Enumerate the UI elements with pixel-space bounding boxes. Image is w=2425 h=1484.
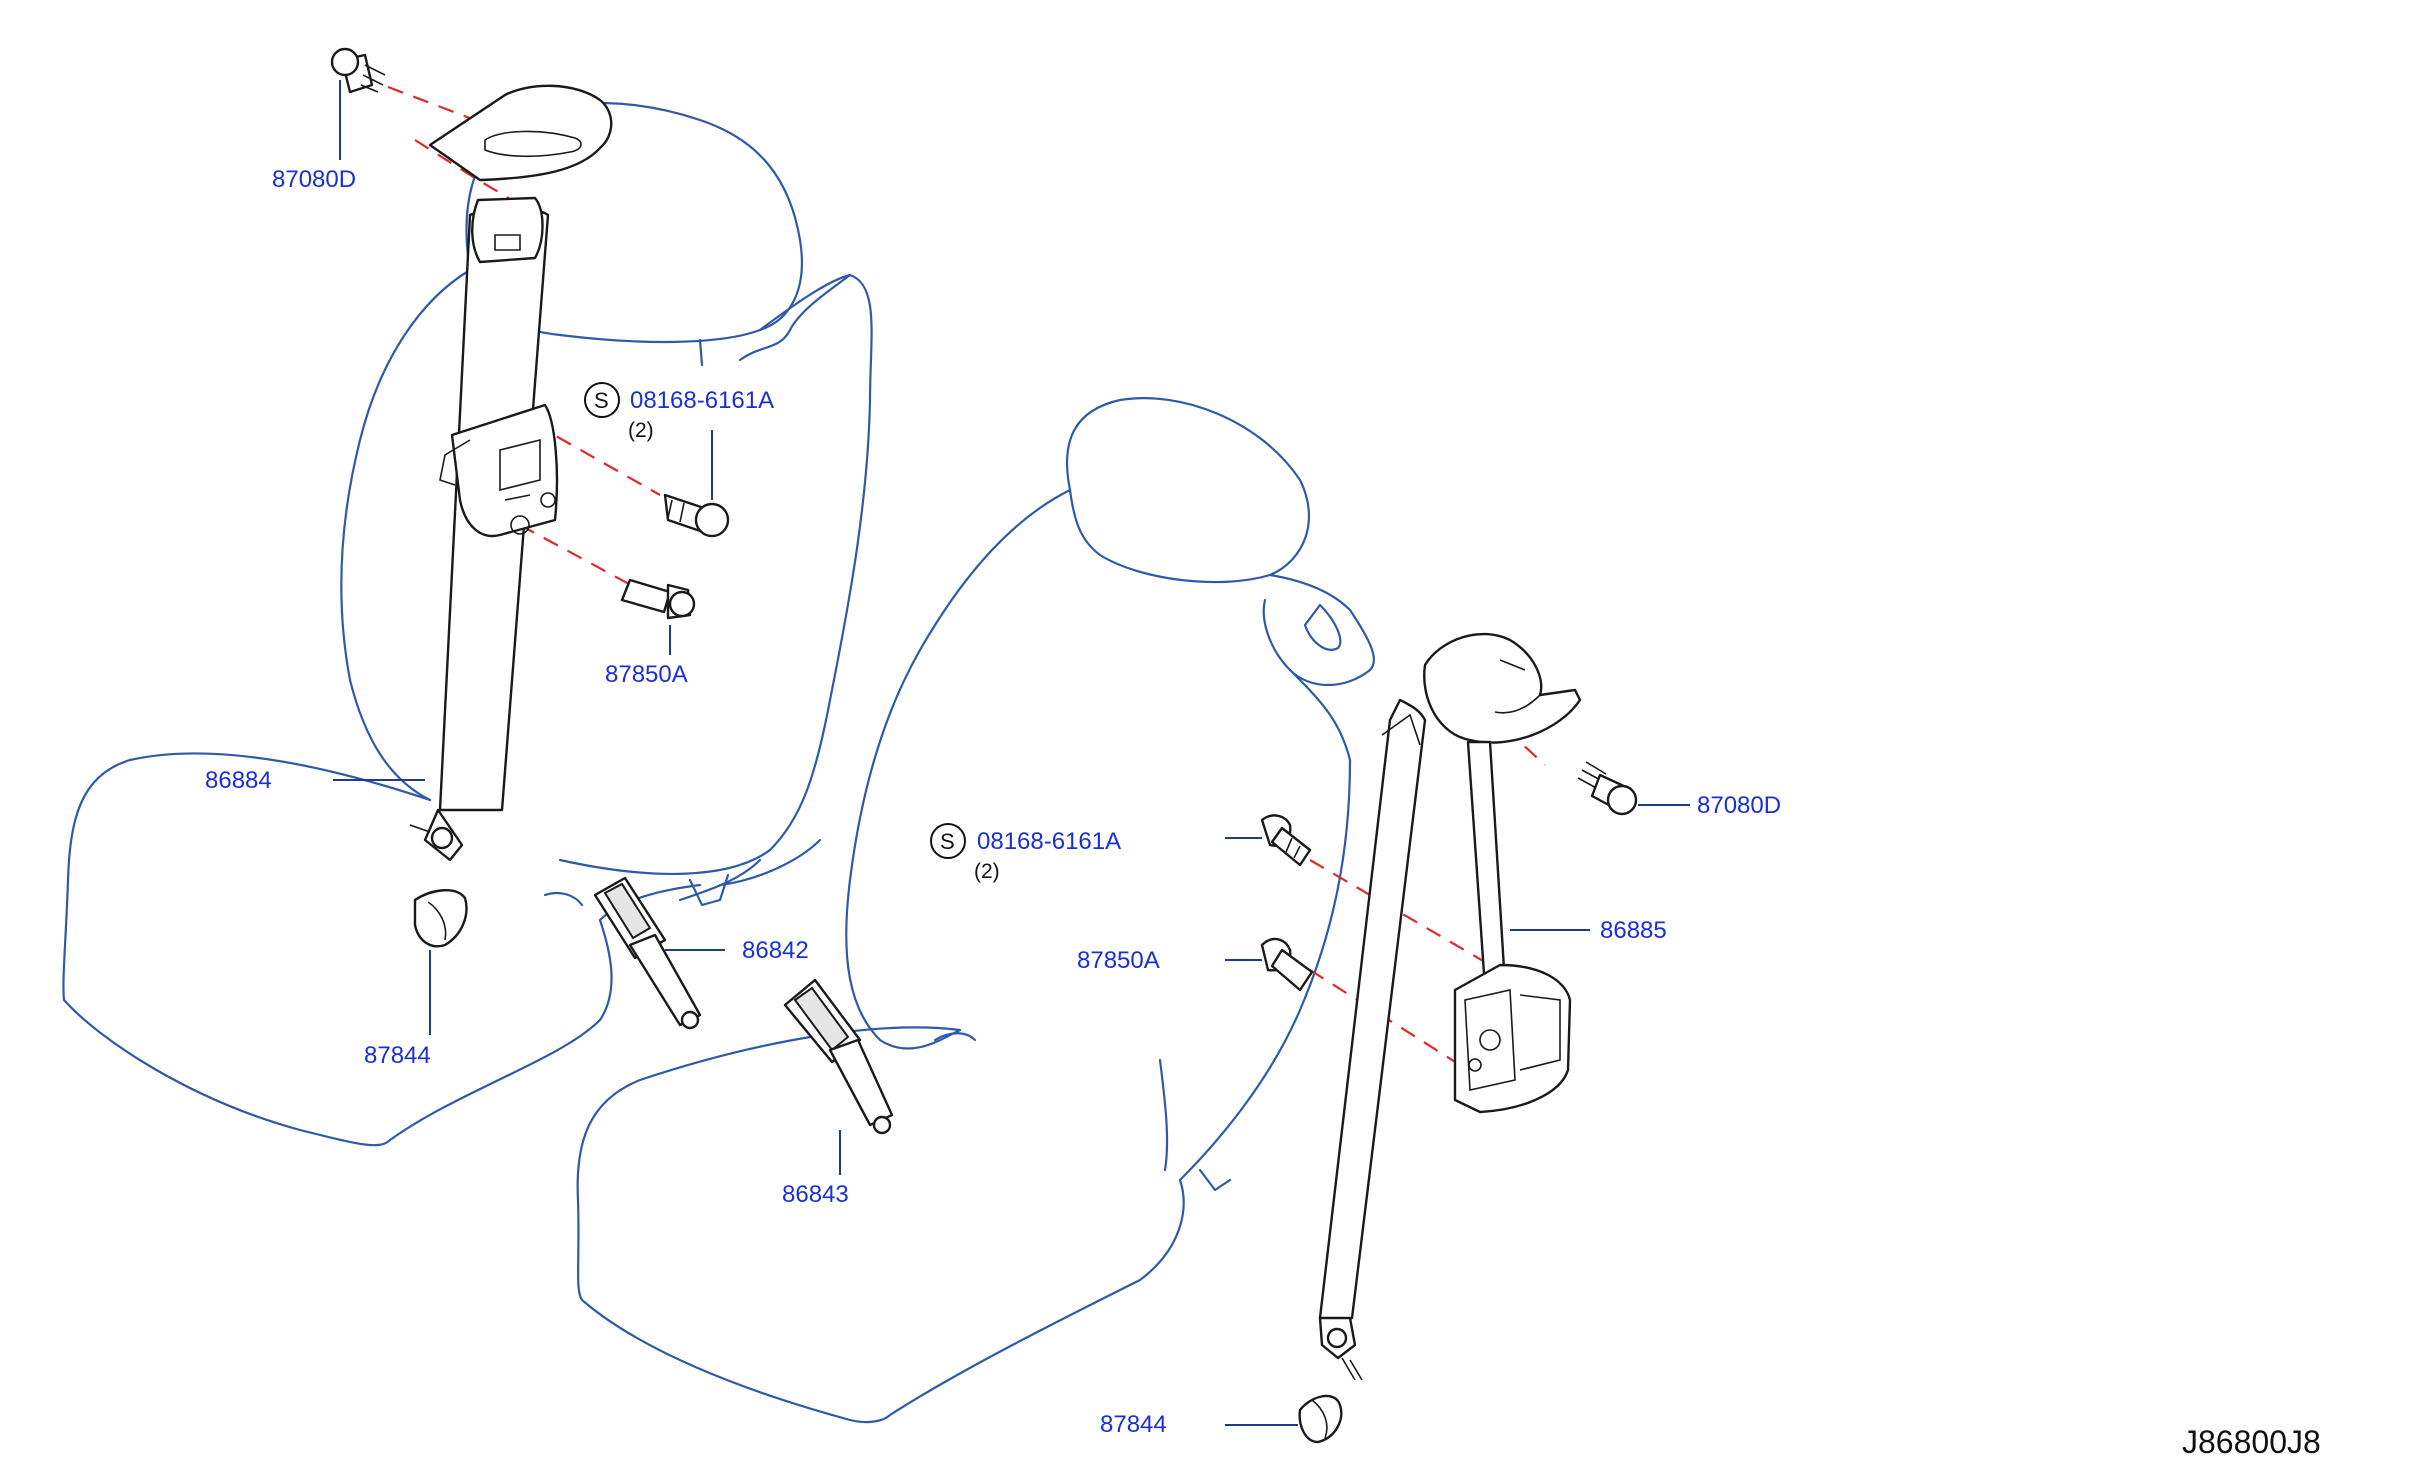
left-seat-outline bbox=[62, 102, 873, 1147]
label-left-retractor-bolt-qty: (2) bbox=[628, 419, 654, 442]
label-left-belt: 86884 bbox=[205, 767, 272, 794]
leader-lines bbox=[333, 80, 1690, 1426]
right-buckle-part bbox=[783, 978, 894, 1135]
standard-part-mark-right bbox=[930, 823, 966, 859]
right-seat-outline bbox=[576, 397, 1375, 1424]
left-cover-part bbox=[413, 889, 468, 948]
right-bolt bbox=[1260, 814, 1312, 867]
label-right-lower-bolt: 87850A bbox=[1077, 947, 1160, 974]
label-left-cover: 87844 bbox=[364, 1042, 431, 1069]
standard-part-mark-left bbox=[584, 382, 620, 418]
left-belt-assembly bbox=[409, 84, 613, 862]
callout-labels: 87080D 86884 S 08168-6161A (2) 87850A 87… bbox=[205, 166, 2321, 1460]
right-belt-assembly bbox=[1318, 632, 1582, 1381]
label-left-buckle: 86842 bbox=[742, 937, 809, 964]
left-retractor-bolt bbox=[663, 493, 730, 538]
right-anchor-bolt bbox=[1577, 761, 1638, 816]
label-left-lower-bolt: 87850A bbox=[605, 661, 688, 688]
label-right-anchor-bolt: 87080D bbox=[1697, 792, 1781, 819]
label-right-bolt-qty: (2) bbox=[974, 860, 1000, 883]
label-right-cover: 87844 bbox=[1100, 1411, 1167, 1438]
label-right-belt: 86885 bbox=[1600, 917, 1667, 944]
standard-part-letter-left: S bbox=[594, 388, 609, 413]
label-right-buckle: 86843 bbox=[782, 1181, 849, 1208]
label-right-bolt: 08168-6161A bbox=[977, 828, 1121, 855]
left-lower-bolt bbox=[620, 578, 696, 620]
label-left-retractor-bolt: 08168-6161A bbox=[630, 387, 774, 414]
left-anchor-bolt bbox=[330, 47, 386, 94]
left-buckle-part bbox=[593, 876, 702, 1030]
standard-part-letter-right: S bbox=[940, 829, 955, 854]
right-cover-part bbox=[1298, 1394, 1343, 1444]
right-lower-bolt bbox=[1260, 937, 1314, 992]
label-left-anchor-bolt: 87080D bbox=[272, 166, 356, 193]
drawing-code: J86800J8 bbox=[2182, 1424, 2321, 1460]
